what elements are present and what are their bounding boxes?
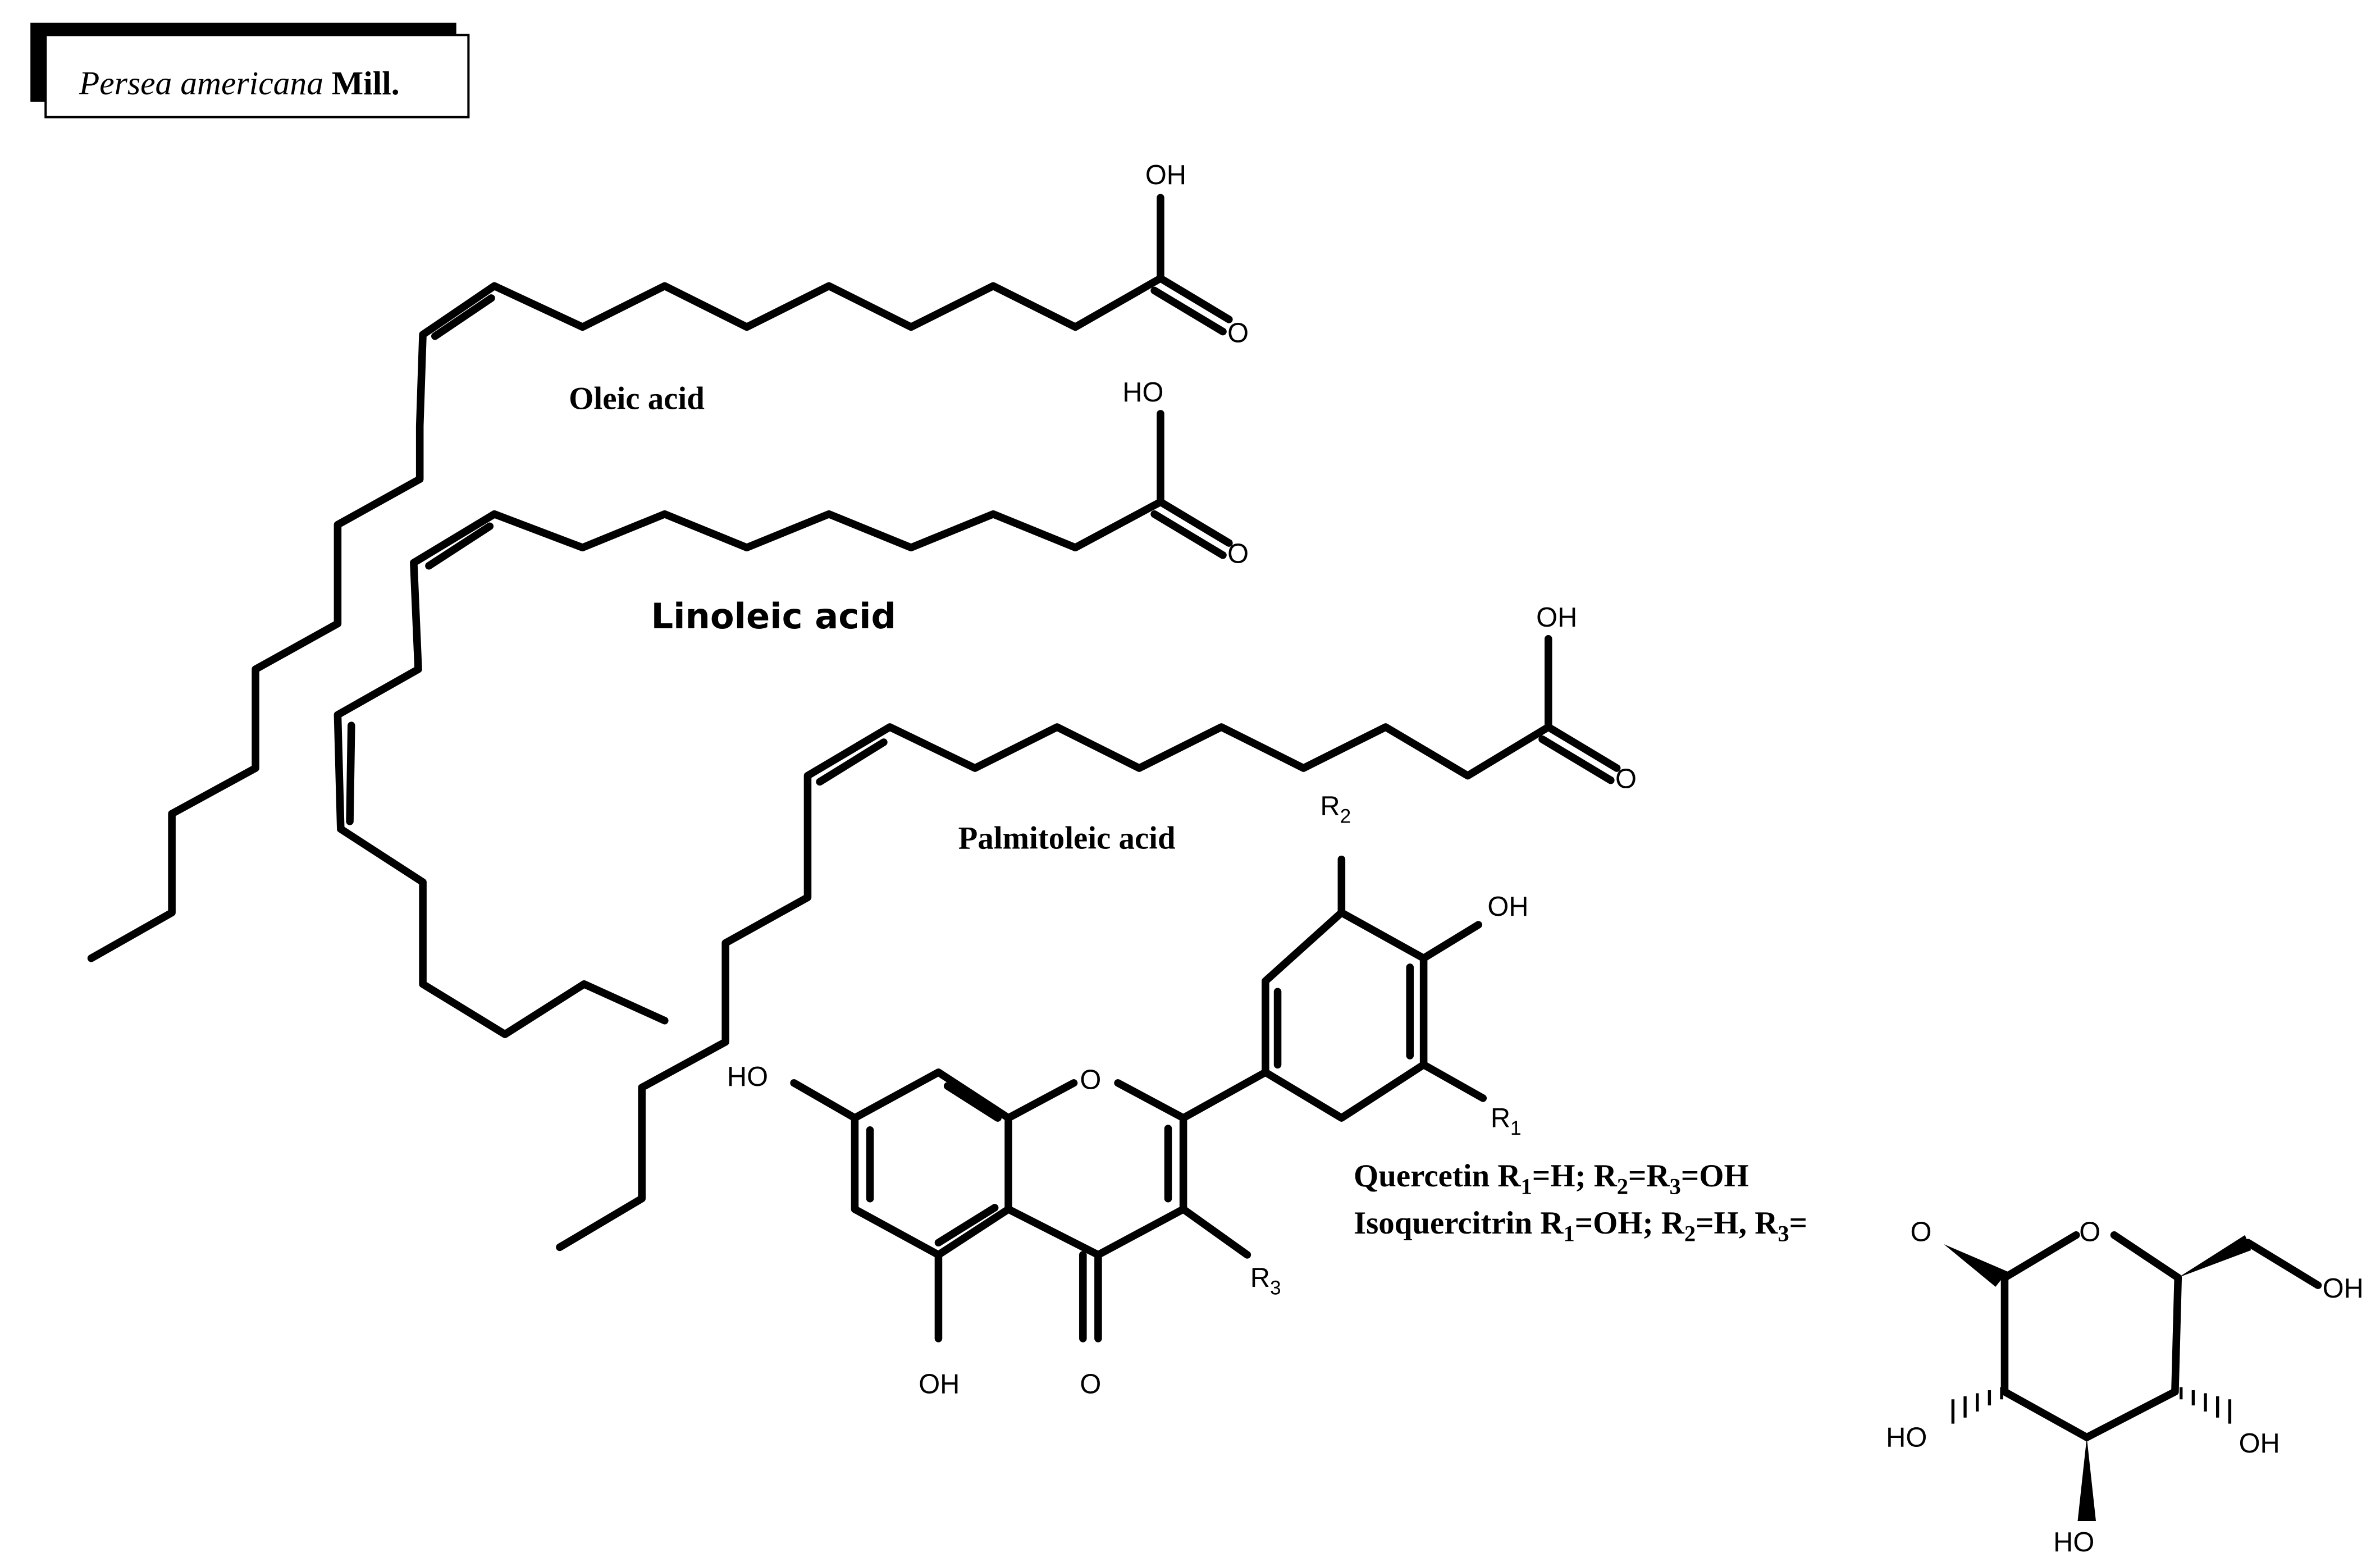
flavonoid-7-ho-label: HO <box>727 1062 768 1092</box>
glucose-c2-hashed-bond <box>1951 1387 2003 1424</box>
palmitoleic-acid-chain <box>556 723 1552 1252</box>
flavonoid-structure: HO O OH O OH R2 R1 R3 <box>727 791 1529 1399</box>
quercetin-definition: Quercetin R1=H; R2=R3=OH <box>1354 1158 1749 1199</box>
glycosidic-o-label: O <box>1911 1217 1932 1248</box>
glucose-c1-wedge-bond <box>1944 1244 2008 1287</box>
palmitoleic-carbonyl-bond <box>1544 723 1621 772</box>
oleic-oh-label: OH <box>1145 160 1186 190</box>
flavonoid-c-ring <box>1004 1079 1187 1259</box>
linoleic-ho-label: HO <box>1122 377 1163 408</box>
glucose-structure: O O OH HO <box>1886 1217 2364 1558</box>
palmitoleic-acid-label: Palmitoleic acid <box>958 821 1176 856</box>
linoleic-acid-chain <box>334 498 1164 1038</box>
palmitoleic-carbonyl-o-label: O <box>1615 764 1637 794</box>
isoquercitrin-definition: Isoquercitrin R1=OH; R2=H, R3= <box>1354 1205 1807 1246</box>
flavonoid-4prime-oh-label: OH <box>1487 892 1528 922</box>
linoleic-carbonyl-bond <box>1157 498 1233 547</box>
glucose-c4-hashed-bond <box>2179 1387 2232 1424</box>
oleic-acid-structure: OH O Oleic acid <box>87 160 1249 962</box>
glucose-ring-o-label: O <box>2079 1217 2100 1248</box>
glucose-c6-oh-label: OH <box>2323 1273 2364 1304</box>
oleic-acid-label: Oleic acid <box>569 381 705 417</box>
palmitoleic-cis-double-bond <box>816 738 888 786</box>
glucose-c2-ho-label: HO <box>1886 1422 1927 1453</box>
glucose-c3-wedge-bond <box>2077 1437 2096 1521</box>
linoleic-acid-structure: HO O Linoleic acid <box>334 377 1249 1038</box>
linoleic-acid-label: Linoleic acid <box>651 596 896 637</box>
flavonoid-b-ring <box>1262 908 1428 1122</box>
glucose-c3-ho-label: HO <box>2053 1527 2094 1558</box>
page-title: Persea americana Mill. <box>79 65 400 102</box>
glucose-c5-wedge-bond <box>2178 1235 2251 1278</box>
flavonoid-5-oh-label: OH <box>919 1369 960 1399</box>
linoleic-cis-double-bond-1 <box>425 522 494 570</box>
r2-label: R2 <box>1320 791 1351 828</box>
oleic-carbonyl-o-label: O <box>1227 318 1249 349</box>
oleic-carbonyl-bond <box>1157 274 1233 323</box>
linoleic-cis-double-bond-2 <box>346 721 355 825</box>
r1-label: R1 <box>1491 1103 1522 1139</box>
flavonoid-4-keto-o-label: O <box>1080 1369 1101 1399</box>
r3-label: R3 <box>1250 1263 1281 1299</box>
title-box: Persea americana Mill. <box>30 22 470 118</box>
palmitoleic-oh-label: OH <box>1536 602 1577 633</box>
palmitoleic-acid-structure: OH O Palmitoleic acid <box>556 602 1637 1252</box>
glucose-c4-oh-label: OH <box>2239 1428 2280 1459</box>
flavonoid-ring-o-label: O <box>1080 1065 1101 1095</box>
oleic-cis-double-bond <box>431 294 495 340</box>
flavonoid-a-ring <box>851 1068 1012 1259</box>
linoleic-carbonyl-o-label: O <box>1227 538 1249 569</box>
oleic-acid-chain <box>87 274 1164 962</box>
